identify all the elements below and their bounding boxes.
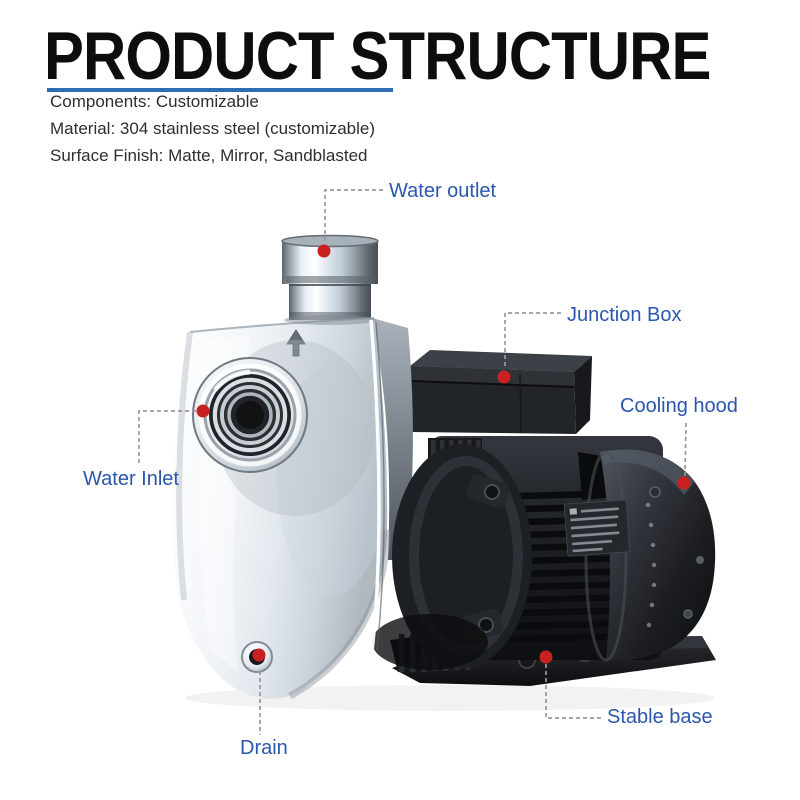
marker-water-outlet <box>317 244 331 258</box>
water-inlet-port <box>192 340 375 516</box>
ground-shadow <box>185 685 715 711</box>
leader-water-inlet <box>138 410 196 464</box>
motor-junction-box <box>396 350 592 438</box>
marker-junction-box <box>497 370 511 384</box>
marker-cooling-hood <box>677 476 691 490</box>
leader-water-outlet <box>324 189 383 243</box>
label-water-inlet: Water Inlet <box>83 468 179 490</box>
marker-water-inlet <box>196 404 210 418</box>
pump-outlet-pipe <box>281 234 379 320</box>
leader-cooling-hood <box>684 422 687 478</box>
spec-material: Material: 304 stainless steel (customiza… <box>50 119 376 138</box>
motor-nameplate <box>563 499 631 557</box>
label-stable-base: Stable base <box>607 706 713 728</box>
label-junction-box: Junction Box <box>567 304 682 326</box>
hood-reflection-specks <box>645 502 657 628</box>
marker-drain <box>252 648 266 662</box>
leader-lines <box>138 189 687 735</box>
label-cooling-hood: Cooling hood <box>620 395 738 417</box>
leader-stable-base <box>545 664 601 719</box>
label-water-outlet: Water outlet <box>389 180 497 202</box>
leader-junction-box <box>504 312 561 369</box>
marker-dots <box>196 244 691 664</box>
spec-surface-finish: Surface Finish: Matte, Mirror, Sandblast… <box>50 146 368 165</box>
spec-components: Components: Customizable <box>50 92 259 111</box>
flow-arrow-icon <box>286 329 306 357</box>
title-underline <box>47 88 393 92</box>
motor-flange <box>372 444 532 670</box>
label-drain: Drain <box>240 737 288 759</box>
cooling-hood <box>584 449 716 662</box>
marker-stable-base <box>539 650 553 664</box>
page-title: PRODUCT STRUCTURE <box>44 18 711 94</box>
